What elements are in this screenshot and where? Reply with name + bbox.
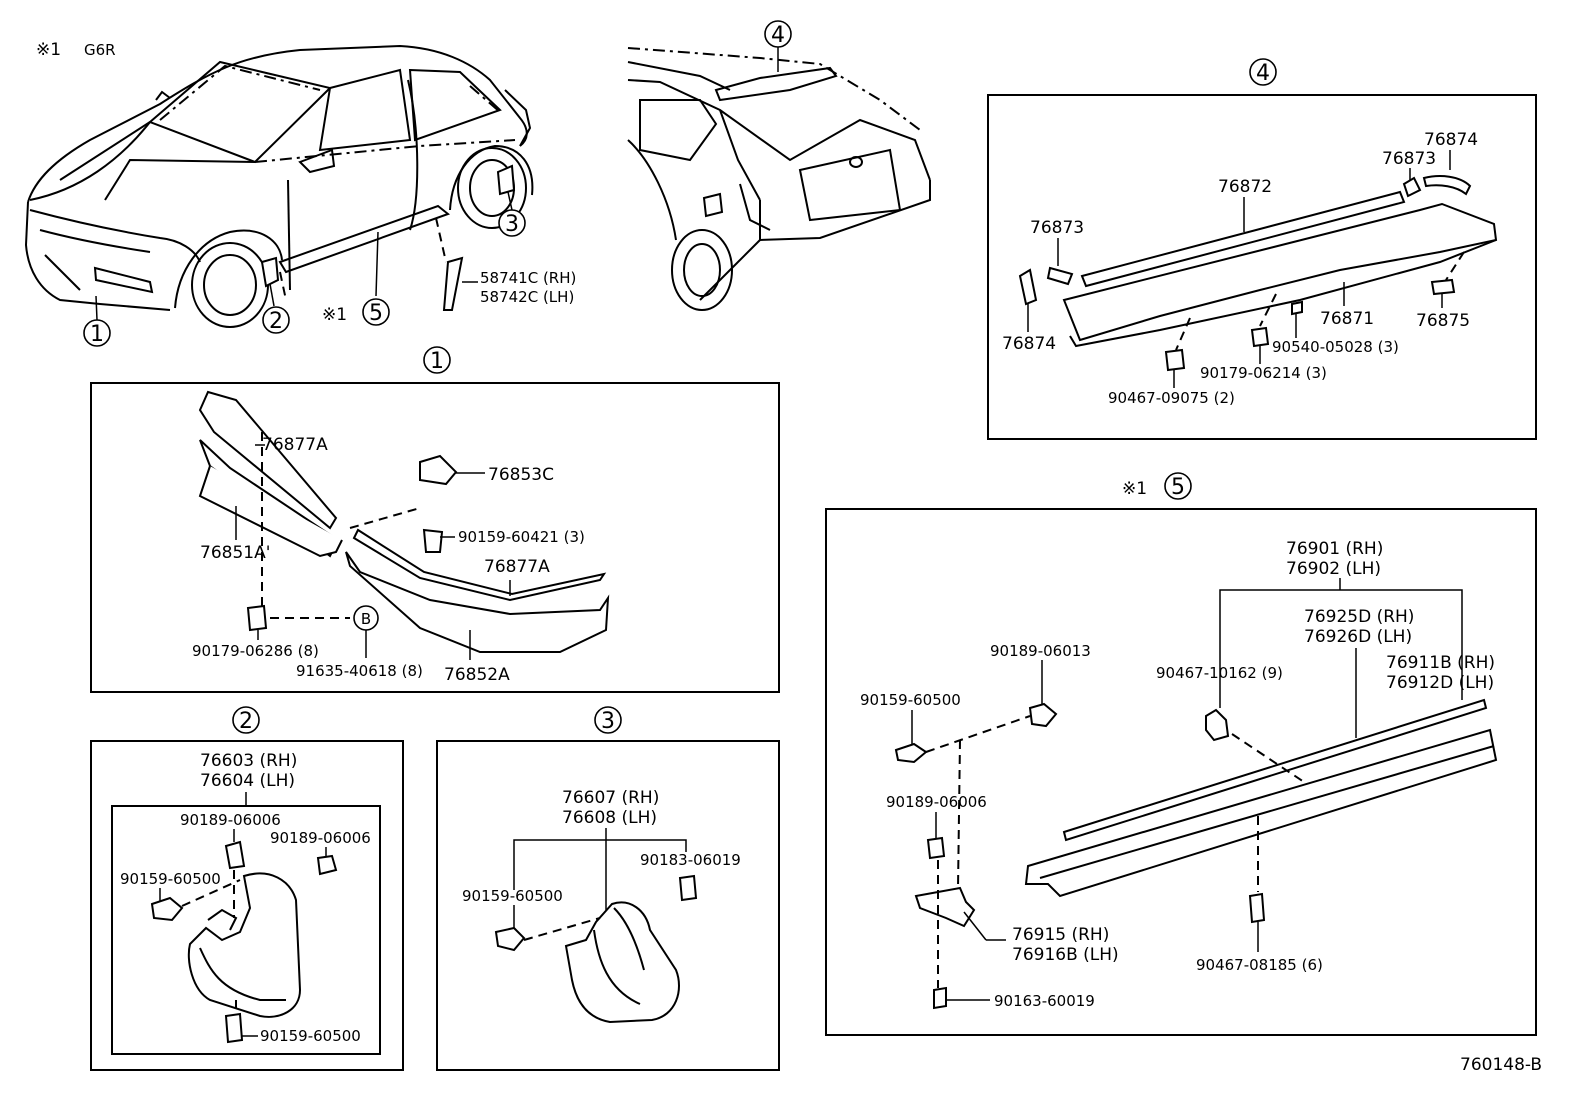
callout-circle-3-overview [498,209,526,237]
drawing-number: 760148-B [1460,1055,1542,1075]
label-90159-60500-p5: 90159-60500 [860,691,961,709]
panel-2-inner-frame [111,805,381,1055]
label-76872: 76872 [1218,177,1272,197]
label-76874-right: 76874 [1424,130,1478,150]
header-code: G6R [84,41,116,59]
panel-3-heading: 3 [601,709,615,734]
panel-2-heading-circle [232,706,260,734]
label-58742c: 58742C (LH) [480,288,574,306]
label-90163-60019: 90163-60019 [994,992,1095,1010]
label-90189-06006-b: 90189-06006 [270,829,371,847]
panel-2-assy-lh: 76604 (LH) [200,771,295,791]
panel-5-side-skirt [894,698,1498,1010]
panel-3-heading-circle [594,706,622,734]
label-90467-08185: 90467-08185 (6) [1196,956,1323,974]
label-90179-06214: 90179-06214 (3) [1200,364,1327,382]
callout-circle-5-overview [362,298,390,326]
panel-5-frame [825,508,1537,1036]
label-90189-06006-a: 90189-06006 [180,811,281,829]
label-76873-right: 76873 [1382,149,1436,169]
panel-4-rear-spoiler [1018,175,1498,372]
label-90159-60421: 90159-60421 (3) [458,528,585,546]
panel-1-heading: 1 [430,349,444,374]
car-front-side-view [24,44,534,328]
label-76851a: 76851A' [200,543,270,563]
label-90467-09075: 90467-09075 (2) [1108,389,1235,407]
panel-1-front-spoiler [198,390,610,653]
panel-2-heading: 2 [239,709,253,734]
label-76912d: 76912D (LH) [1386,673,1494,693]
panel-5-heading-circle [1164,472,1192,500]
overview-mark-5: ※1 [322,305,347,325]
label-90540-05028: 90540-05028 (3) [1272,338,1399,356]
panel-4-frame [987,94,1537,440]
callout-4-overview: 4 [771,23,785,48]
label-76874-left: 76874 [1002,334,1056,354]
panel-3-mudguard [494,874,698,1024]
label-90189-06013: 90189-06013 [990,642,1091,660]
label-90189-06006-p5: 90189-06006 [886,793,987,811]
callout-5-overview: 5 [369,301,383,326]
panel-3-frame [436,740,780,1071]
panel-2-mudguard [150,840,338,1044]
label-76926d: 76926D (LH) [1304,627,1412,647]
label-90159-60500-a: 90159-60500 [120,870,221,888]
label-76852a: 76852A [444,665,510,685]
label-76853c: 76853C [488,465,554,485]
panel-2-frame [90,740,404,1071]
panel-1-heading-circle [423,346,451,374]
header-mark: ※1 [36,40,61,60]
label-90159-60500-p3: 90159-60500 [462,887,563,905]
label-76871: 76871 [1320,309,1374,329]
panel-4-heading: 4 [1256,61,1270,86]
panel-5-assy-rh: 76901 (RH) [1286,539,1383,559]
label-76916b: 76916B (LH) [1012,945,1119,965]
label-76877a-top: 76877A [262,435,328,455]
label-76911b: 76911B (RH) [1386,653,1495,673]
callout-3-overview: 3 [505,212,519,237]
label-76875: 76875 [1416,311,1470,331]
callout-circle-4-overview [764,20,792,48]
label-58741c: 58741C (RH) [480,269,576,287]
panel-5-heading: 5 [1171,475,1185,500]
panel-2-assy-rh: 76603 (RH) [200,751,297,771]
ref-b: B [361,610,371,628]
panel-3-assy-rh: 76607 (RH) [562,788,659,808]
label-76873-left: 76873 [1030,218,1084,238]
panel-1-frame [90,382,780,693]
label-76877a-bottom: 76877A [484,557,550,577]
callout-circle-1-overview [83,319,111,347]
car-rear-view [627,47,931,311]
panel-3-assy-lh: 76608 (LH) [562,808,657,828]
callout-2-overview: 2 [269,309,283,334]
label-76915: 76915 (RH) [1012,925,1109,945]
label-90467-10162: 90467-10162 (9) [1156,664,1283,682]
label-91635-40618: 91635-40618 (8) [296,662,423,680]
label-90183-06019: 90183-06019 [640,851,741,869]
panel-5-mark: ※1 [1122,479,1147,499]
panel-5-assy-lh: 76902 (LH) [1286,559,1381,579]
callout-1-overview: 1 [90,322,104,347]
label-90179-06286: 90179-06286 (8) [192,642,319,660]
label-90159-60500-b: 90159-60500 [260,1027,361,1045]
label-76925d: 76925D (RH) [1304,607,1414,627]
panel-4-heading-circle [1249,58,1277,86]
callout-circle-2-overview [262,306,290,334]
